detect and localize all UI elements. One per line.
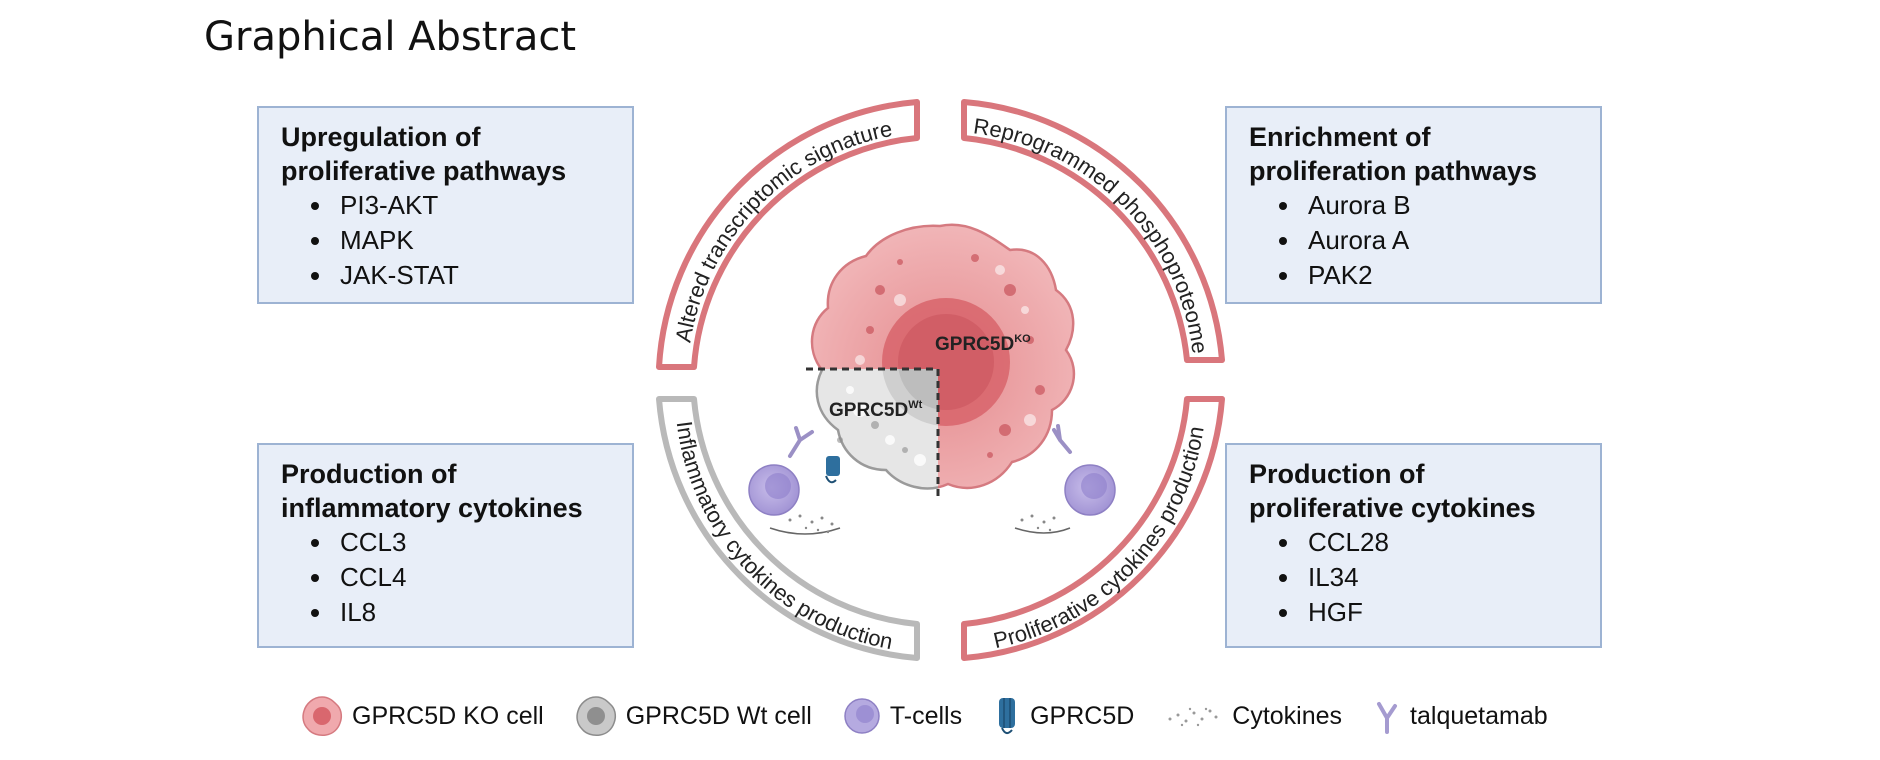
- list-item: IL8: [305, 595, 610, 630]
- talquetamab-icon: [1377, 702, 1398, 734]
- list-item: PAK2: [1273, 258, 1578, 293]
- legend-label: GPRC5D Wt cell: [625, 701, 812, 730]
- talquetamab-icon: [1052, 424, 1072, 454]
- box-title-line2: inflammatory cytokines: [281, 493, 583, 523]
- legend-item-wt-cell: GPRC5D Wt cell: [574, 694, 812, 738]
- box-title-line2: proliferative pathways: [281, 156, 567, 186]
- gprc5d-receptor-icon: [999, 698, 1016, 734]
- arc-band-bottom-left: [656, 396, 920, 661]
- legend-item-gprc5d: GPRC5D: [992, 694, 1134, 738]
- ko-cell-label: GPRC5DKO: [935, 333, 1031, 355]
- legend-label: GPRC5D KO cell: [352, 701, 544, 730]
- legend-item-talquetamab: talquetamab: [1372, 696, 1548, 736]
- info-box-bottom-right: Production of proliferative cytokines CC…: [1225, 443, 1602, 648]
- t-cell-icon: [844, 698, 880, 734]
- legend: GPRC5D KO cell GPRC5D Wt cell T-cells GP…: [300, 694, 1578, 738]
- info-box-top-right: Enrichment of proliferation pathways Aur…: [1225, 106, 1602, 304]
- wt-cell-label: GPRC5DWt: [829, 399, 923, 421]
- list-item: IL34: [1273, 560, 1578, 595]
- legend-label: Cytokines: [1232, 701, 1343, 730]
- legend-item-t-cells: T-cells: [842, 696, 962, 736]
- legend-label: T-cells: [889, 701, 963, 730]
- list-item: PI3-AKT: [305, 188, 610, 223]
- box-title-line1: Upregulation of: [281, 122, 481, 152]
- ko-cell-icon: [302, 696, 343, 736]
- arc-band-top-right: [961, 99, 1225, 363]
- t-cell-icon: [1064, 464, 1116, 516]
- box-list: CCL28 IL34 HGF: [1249, 525, 1578, 630]
- quadrant-divider: [806, 367, 940, 500]
- legend-item-cytokines: Cytokines: [1164, 701, 1342, 731]
- box-list: PI3-AKT MAPK JAK-STAT: [281, 188, 610, 293]
- info-box-bottom-left: Production of inflammatory cytokines CCL…: [257, 443, 634, 648]
- list-item: CCL28: [1273, 525, 1578, 560]
- list-item: CCL3: [305, 525, 610, 560]
- page-title: Graphical Abstract: [204, 14, 577, 60]
- list-item: Aurora A: [1273, 223, 1578, 258]
- box-list: CCL3 CCL4 IL8: [281, 525, 610, 630]
- legend-label: GPRC5D: [1030, 701, 1135, 730]
- wt-cell-quadrant: [800, 369, 938, 519]
- info-box-top-left: Upregulation of proliferative pathways P…: [257, 106, 634, 304]
- list-item: MAPK: [305, 223, 610, 258]
- cytokines-icon: [1014, 514, 1071, 534]
- box-list: Aurora B Aurora A PAK2: [1249, 188, 1578, 293]
- list-item: CCL4: [305, 560, 610, 595]
- box-title-line1: Production of: [281, 459, 457, 489]
- t-cell-icon: [748, 464, 800, 516]
- cytokines-icon: [1168, 707, 1218, 727]
- list-item: HGF: [1273, 595, 1578, 630]
- box-title-line1: Enrichment of: [1249, 122, 1431, 152]
- list-item: JAK-STAT: [305, 258, 610, 293]
- arc-band-top-left: [656, 99, 920, 370]
- wt-cell-icon: [576, 696, 616, 736]
- list-item: Aurora B: [1273, 188, 1578, 223]
- gprc5d-receptor-icon: [825, 456, 840, 484]
- arc-band-bottom-right: [961, 396, 1225, 661]
- cytokines-icon: [769, 514, 841, 535]
- legend-item-ko-cell: GPRC5D KO cell: [300, 694, 544, 738]
- box-title-line2: proliferative cytokines: [1249, 493, 1536, 523]
- box-title-line1: Production of: [1249, 459, 1425, 489]
- talquetamab-icon: [788, 426, 814, 458]
- box-title-line2: proliferation pathways: [1249, 156, 1538, 186]
- legend-label: talquetamab: [1410, 701, 1548, 730]
